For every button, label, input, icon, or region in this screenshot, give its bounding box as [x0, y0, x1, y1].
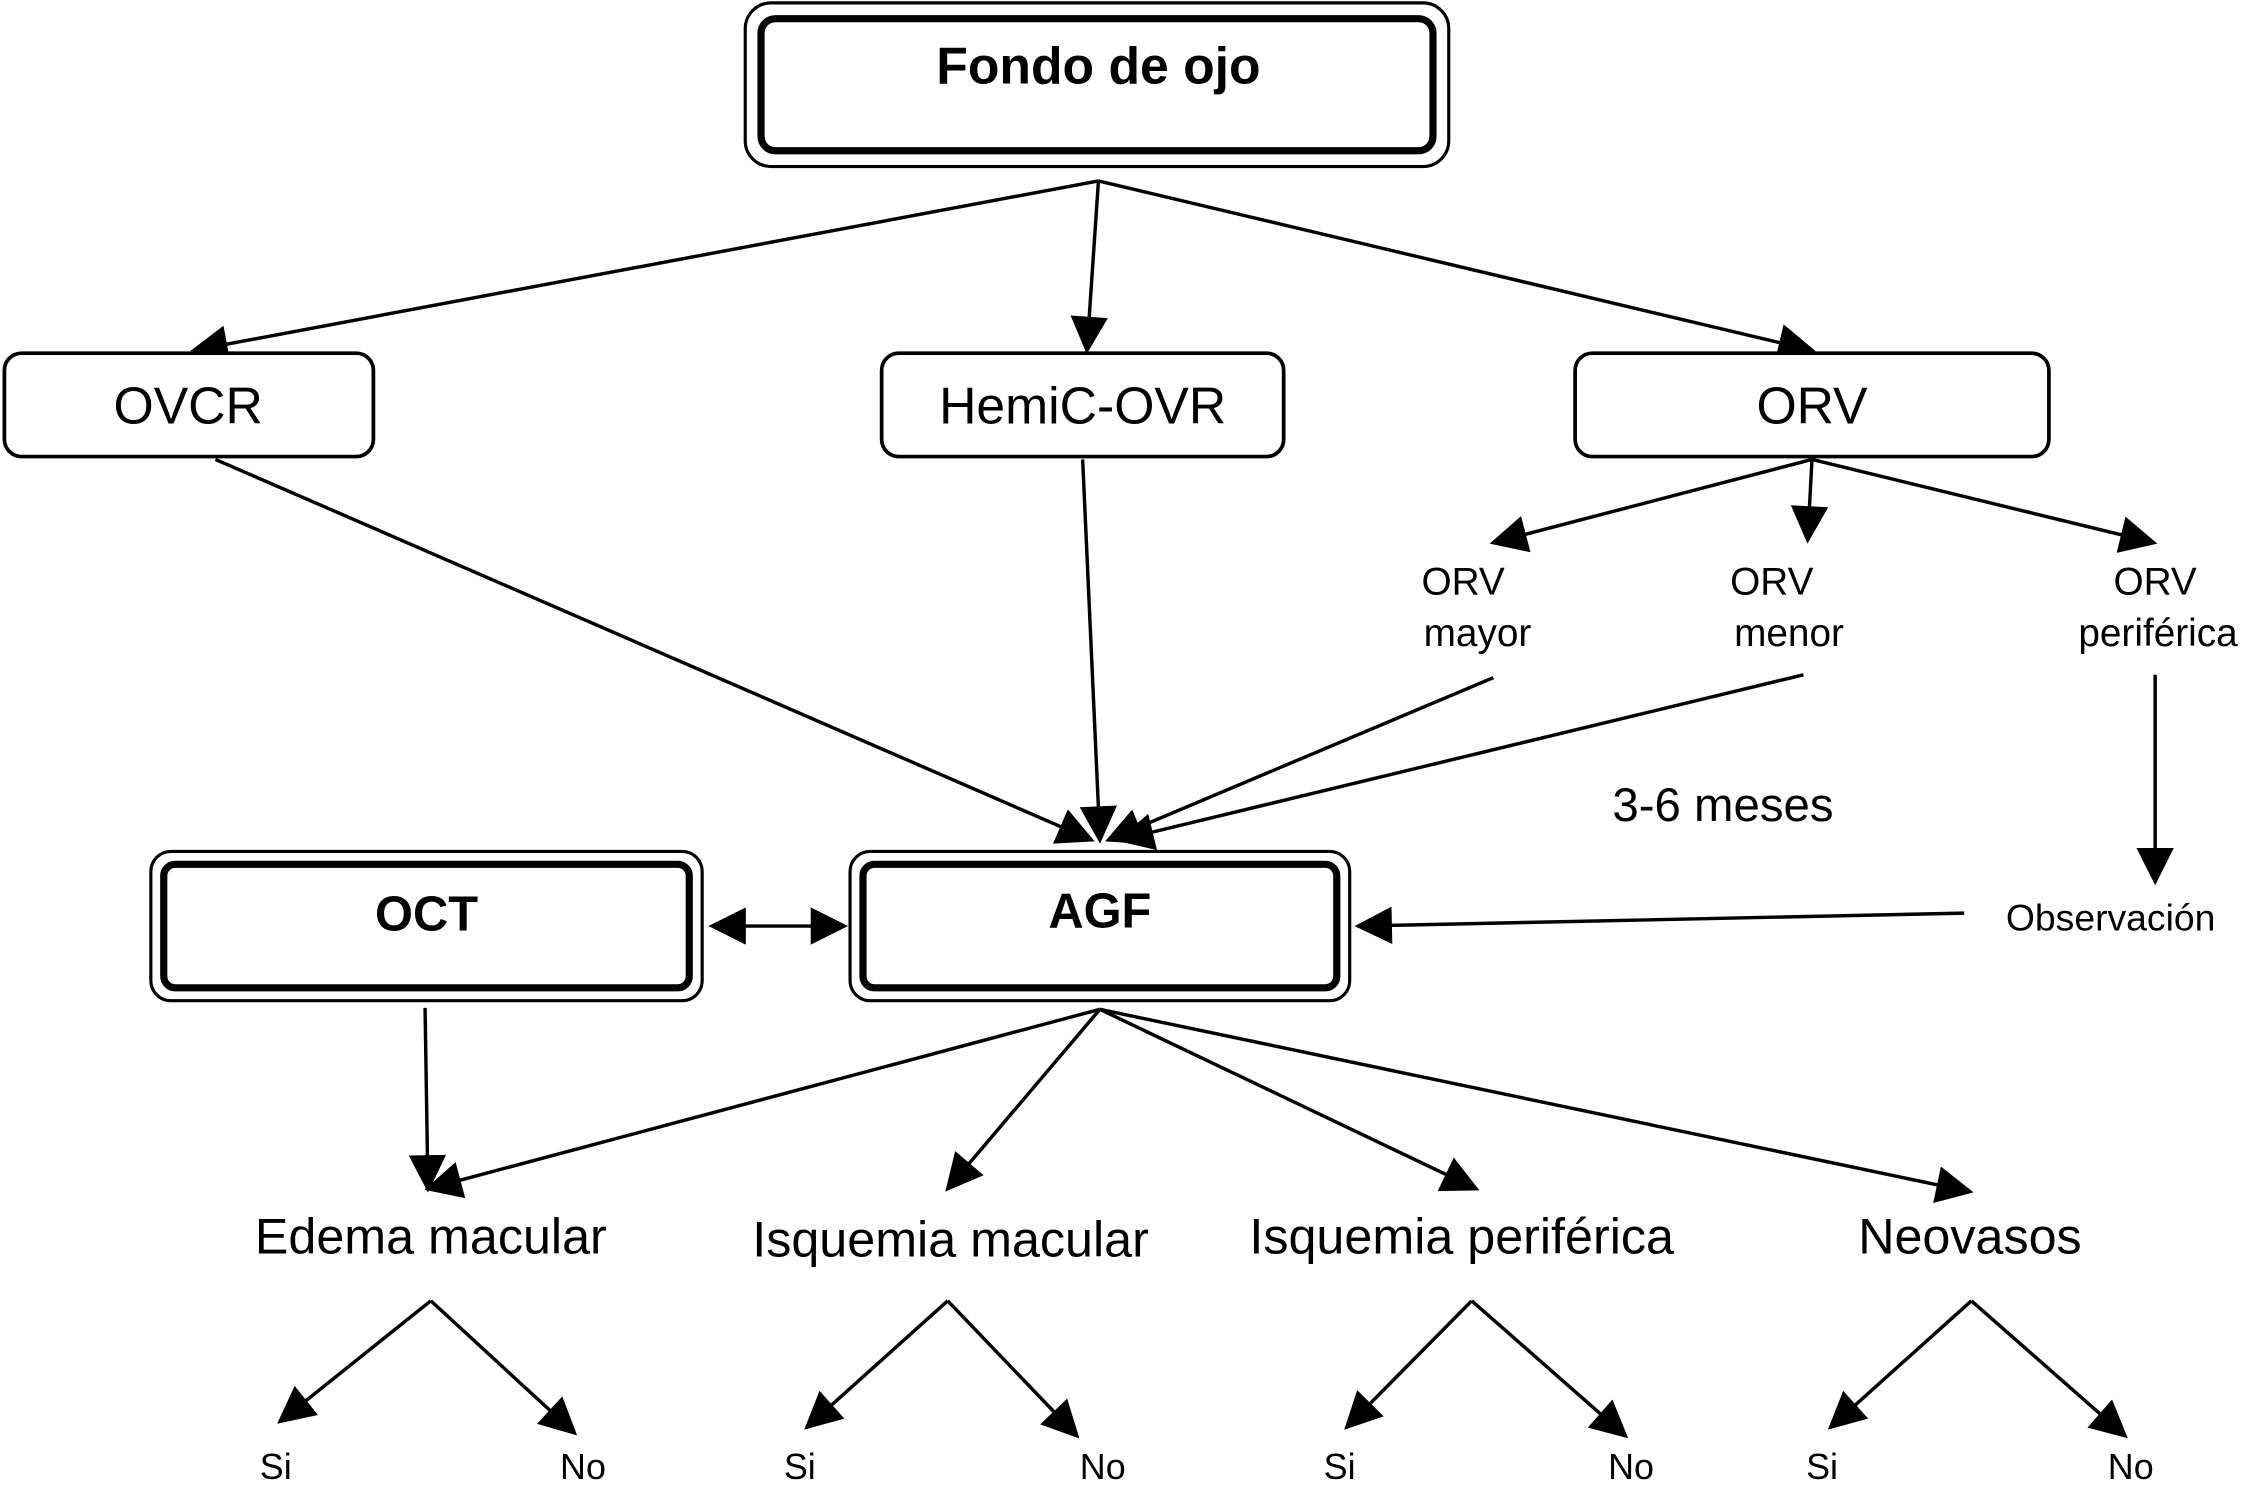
- node-orv-menor: ORV menor: [1730, 560, 1844, 655]
- node-orv-mayor: ORV mayor: [1421, 560, 1531, 655]
- edge-orv-periferica: [1811, 457, 2158, 553]
- node-hemic-ovr-label: HemiC-OVR: [939, 377, 1226, 435]
- branch-isquemia-periferica: [1344, 1299, 1629, 1439]
- orv-mayor-line2: mayor: [1424, 612, 1532, 655]
- neovasos-no-label: No: [2108, 1447, 2154, 1486]
- node-orv-periferica: ORV periférica: [2078, 560, 2238, 655]
- node-orv-label: ORV: [1756, 377, 1868, 435]
- finding-isquemia-periferica: Isquemia periférica: [1249, 1208, 1674, 1264]
- branch-isquemia-macular: [804, 1299, 1080, 1439]
- edge-fondo-hemic: [1070, 180, 1108, 355]
- node-hemic-ovr: HemiC-OVR: [879, 351, 1286, 459]
- node-agf-label: AGF: [1048, 884, 1151, 938]
- node-ovcr: OVCR: [2, 351, 376, 459]
- interval-label: 3-6 meses: [1612, 779, 1833, 832]
- isquemia-periferica-no-label: No: [1608, 1447, 1654, 1486]
- edge-hemic-agf: [1079, 459, 1118, 844]
- node-oct: OCT: [149, 849, 704, 1003]
- finding-isquemia-macular: Isquemia macular: [752, 1211, 1149, 1267]
- edge-agf-isquemia-macular: [945, 1008, 1102, 1192]
- orv-menor-line1: ORV: [1730, 560, 1813, 603]
- finding-edema-macular: Edema macular: [255, 1208, 607, 1264]
- isquemia-macular-yes-label: Si: [784, 1447, 816, 1486]
- node-agf: AGF: [848, 849, 1352, 1003]
- node-orv: ORV: [1573, 351, 2051, 459]
- isquemia-macular-no-label: No: [1080, 1447, 1126, 1486]
- isquemia-periferica-yes-label: Si: [1324, 1447, 1356, 1486]
- edge-fondo-orv: [1098, 179, 1816, 361]
- edge-menor-agf: [1116, 673, 1804, 851]
- finding-neovasos: Neovasos: [1858, 1208, 2081, 1264]
- edge-observacion-agf: [1354, 906, 1965, 945]
- edge-orv-mayor: [1489, 457, 1813, 553]
- orv-periferica-line1: ORV: [2114, 560, 2197, 603]
- neovasos-yes-label: Si: [1806, 1447, 1838, 1486]
- node-fondo-de-ojo-label: Fondo de ojo: [936, 36, 1260, 94]
- node-ovcr-label: OVCR: [114, 377, 263, 435]
- edge-oct-edema: [408, 1007, 447, 1193]
- edges: [190, 179, 2174, 1439]
- observation-label: Observación: [2006, 896, 2215, 938]
- edge-agf-neovasos: [1099, 1007, 1974, 1204]
- edge-agf-edema: [424, 1007, 1101, 1199]
- node-oct-label: OCT: [375, 887, 478, 941]
- branch-neovasos: [1827, 1299, 2128, 1439]
- orv-menor-line2: menor: [1734, 612, 1844, 655]
- orv-mayor-line1: ORV: [1421, 560, 1504, 603]
- orv-periferica-line2: periférica: [2078, 612, 2238, 655]
- branch-edema: [277, 1299, 578, 1436]
- edge-fondo-ovcr: [190, 179, 1099, 363]
- edge-orv-menor: [1790, 459, 1829, 544]
- edema-yes-label: Si: [260, 1447, 292, 1486]
- edema-no-label: No: [560, 1447, 606, 1486]
- edge-agf-isquemia-periferica: [1099, 1007, 1480, 1192]
- edge-ovcr-agf: [214, 457, 1095, 844]
- edge-mayor-agf: [1105, 676, 1494, 845]
- node-fondo-de-ojo: Fondo de ojo: [743, 1, 1451, 169]
